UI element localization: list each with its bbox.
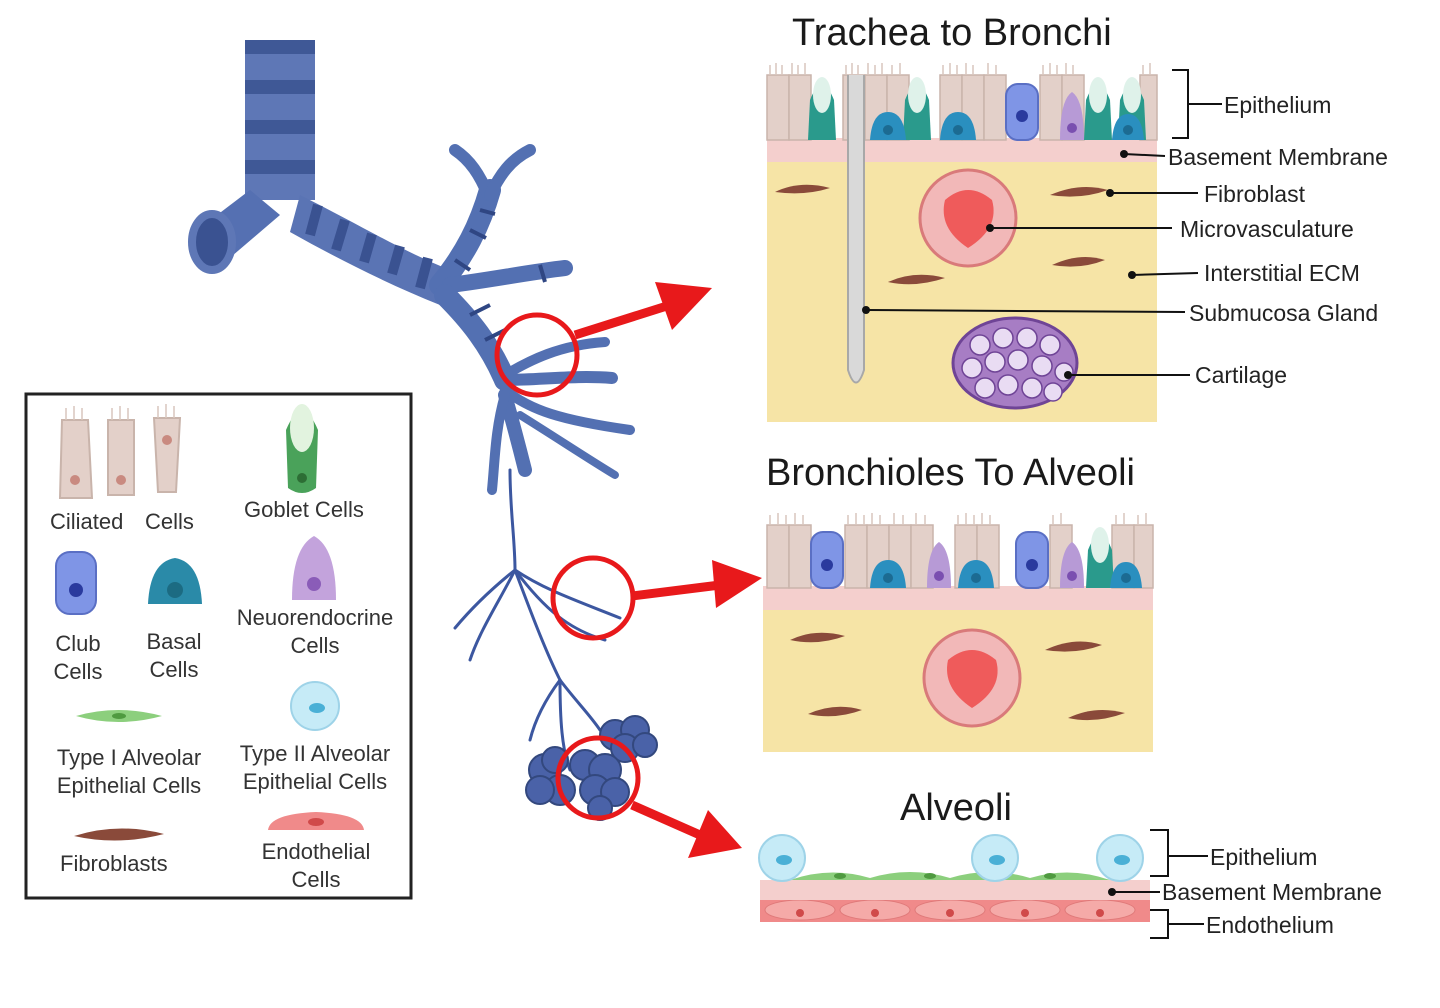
legend-neuro-line2: Cells: [290, 633, 340, 658]
legend-endo-line2: Cells: [291, 867, 341, 892]
label-submucosa-gland: Submucosa Gland: [1189, 300, 1379, 326]
legend-ciliated-word2: Cells: [145, 509, 194, 534]
legend-endo-label: Endothelial Cells: [252, 838, 380, 894]
label-fibroblast: Fibroblast: [1204, 181, 1305, 207]
legend-fibro-label: Fibroblasts: [60, 851, 168, 876]
legend-club-line1: Club: [55, 631, 101, 656]
legend-goblet-label: Goblet Cells: [244, 497, 364, 522]
legend-neuro-icon: [292, 536, 336, 600]
legend-goblet-icon: [286, 404, 318, 493]
legend-ciliated-word: Ciliated: [50, 509, 124, 534]
legend-type2-line1: Type II Alveolar: [239, 741, 391, 766]
legend-type2-line2: Epithelial Cells: [242, 769, 388, 794]
zoom-arrowheads: [655, 282, 762, 858]
bronchioles-epithelium: [766, 513, 1154, 589]
trachea-leader-lines: [865, 69, 1222, 376]
label-epithelium: Epithelium: [1224, 92, 1332, 118]
legend-basal-label: Basal Cells: [142, 628, 206, 684]
airway-tree: [188, 40, 658, 821]
arrow-bronchi: [655, 282, 712, 330]
label-alveoli-endothelium: Endothelium: [1206, 912, 1334, 938]
legend-basal-icon: [148, 558, 202, 604]
submucosa-gland: [847, 75, 865, 384]
trachea: [245, 40, 315, 200]
label-cartilage: Cartilage: [1195, 362, 1288, 388]
legend-endo-line1: Endothelial: [261, 839, 371, 864]
legend-fibroblast-icon: [74, 828, 164, 841]
arrow-alveoli: [688, 810, 742, 858]
zoom-markers: [494, 300, 721, 840]
legend-basal-line1: Basal: [146, 629, 202, 654]
trachea-fibroblasts: [775, 184, 1108, 285]
legend-type1-label: Type I Alveolar Epithelial Cells: [46, 744, 212, 800]
label-alveoli-basement-membrane: Basement Membrane: [1162, 879, 1382, 905]
trachea-epithelium: [766, 63, 1158, 141]
legend-type1-line2: Epithelial Cells: [56, 773, 202, 798]
legend-type2-label: Type II Alveolar Epithelial Cells: [230, 740, 400, 796]
title-bronchioles: Bronchioles To Alveoli: [766, 452, 1135, 494]
trachea-panel: [766, 63, 1222, 422]
legend-neuro-line1: Neuorendocrine: [236, 605, 394, 630]
type1-cells: [790, 872, 1110, 880]
title-alveoli: Alveoli: [900, 787, 1012, 829]
legend-club-icon: [55, 551, 97, 615]
bronchioles-fibroblasts: [790, 632, 1125, 721]
legend-club-line2: Cells: [53, 659, 103, 684]
label-basement-membrane: Basement Membrane: [1168, 144, 1388, 170]
alveoli-basement-membrane: [760, 880, 1150, 900]
legend-box: [24, 392, 413, 900]
bronchioles-panel: [763, 513, 1154, 752]
left-bronchus-opening: [188, 210, 236, 274]
bronchioles-basement-membrane: [763, 586, 1153, 610]
label-microvasculature: Microvasculature: [1180, 216, 1354, 242]
legend-type1-line1: Type I Alveolar: [56, 745, 202, 770]
legend-club-label: Club Cells: [48, 630, 108, 686]
alveoli-leader-lines: [1112, 829, 1208, 939]
arrow-bronchioles: [712, 560, 762, 608]
trachea-basement-membrane: [767, 138, 1157, 162]
alveoli-panel: [758, 829, 1208, 939]
zoom-circle-bronchioles: [550, 555, 636, 641]
title-trachea: Trachea to Bronchi: [792, 12, 1112, 54]
zoom-circle-alveoli: [555, 735, 641, 821]
zoom-circle-bronchi: [494, 312, 580, 398]
label-alveoli-epithelium: Epithelium: [1210, 844, 1318, 870]
label-interstitial-ecm: Interstitial ECM: [1204, 260, 1360, 286]
legend-neuro-label: Neuorendocrine Cells: [228, 604, 402, 660]
legend-ciliated-icon: [58, 417, 182, 499]
legend-basal-line2: Cells: [149, 657, 199, 682]
